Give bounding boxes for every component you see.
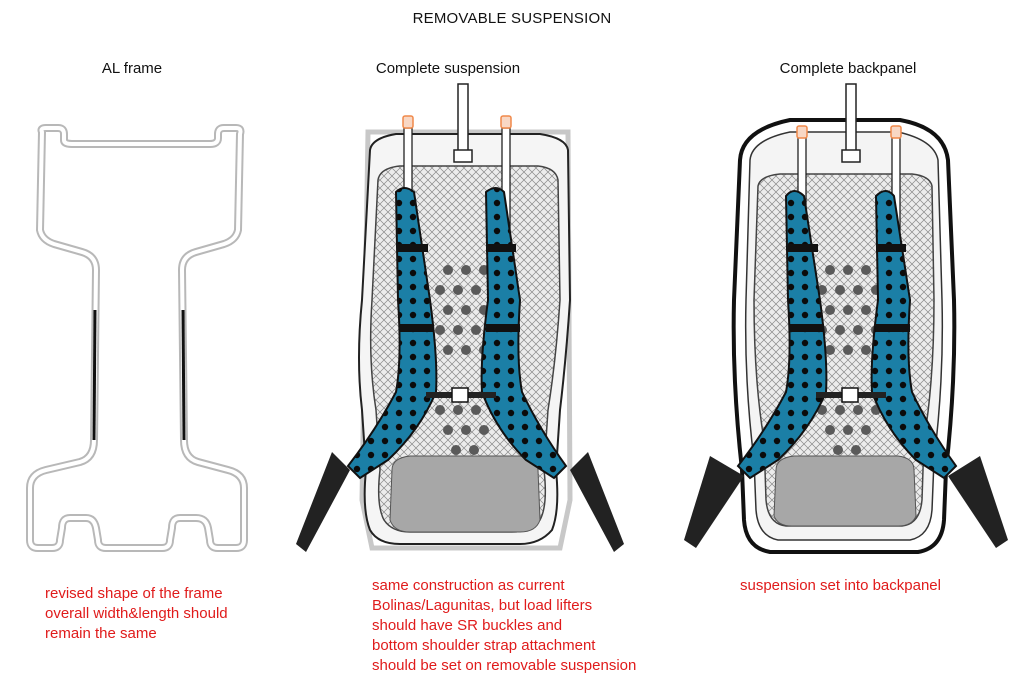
note-line: should have SR buckles and xyxy=(372,617,563,634)
note-line: Bolinas/Lagunitas, but load lifters xyxy=(372,597,593,614)
complete-suspension-label: Complete suspension xyxy=(375,60,521,77)
note-line: should be set on removable suspension xyxy=(372,657,637,674)
al-frame xyxy=(26,124,248,552)
complete-backpanel-label: Complete backpanel xyxy=(779,60,917,77)
note-line: revised shape of the frame xyxy=(45,585,223,602)
note-line: suspension set into backpanel xyxy=(740,577,941,594)
al-frame-label: AL frame xyxy=(101,60,163,77)
note-line: bottom shoulder strap attachment xyxy=(372,637,596,654)
complete-suspension xyxy=(296,83,624,552)
note-line: remain the same xyxy=(45,625,157,642)
note-line: overall width&length should xyxy=(45,605,228,622)
complete-suspension-note: same construction as current Bolinas/Lag… xyxy=(372,576,636,676)
complete-backpanel-note: suspension set into backpanel xyxy=(740,576,941,596)
complete-backpanel xyxy=(684,83,1008,554)
note-line: same construction as current xyxy=(372,577,565,594)
al-frame-note: revised shape of the frame overall width… xyxy=(45,584,228,644)
diagram-title: REMOVABLE SUSPENSION xyxy=(412,10,612,27)
